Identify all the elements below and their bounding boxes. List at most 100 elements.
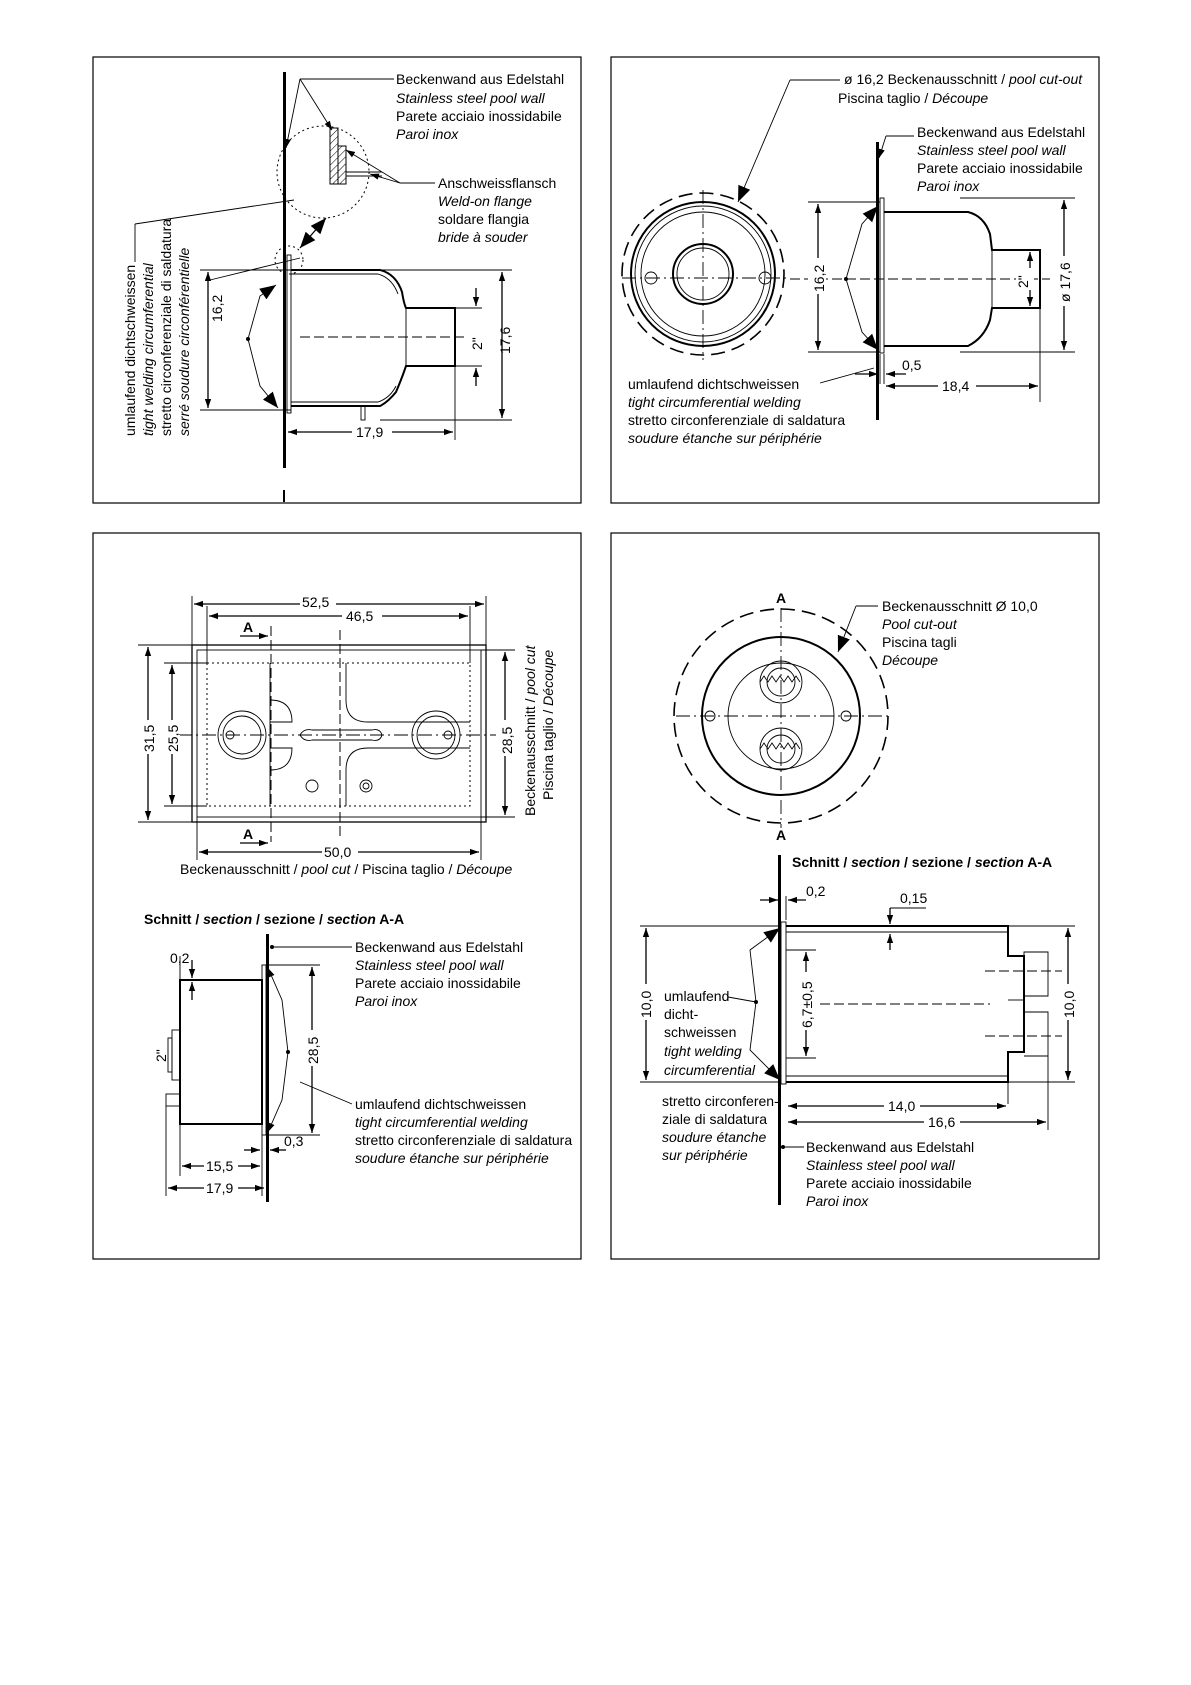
dim-outer: ø 17,6	[1057, 262, 1073, 302]
svg-text:Paroi inox: Paroi inox	[355, 993, 418, 1009]
dim-pipe: 2"	[1015, 275, 1031, 288]
svg-text:stretto circonferenziale di sa: stretto circonferenziale di saldatura	[355, 1132, 572, 1148]
panel-top-left: 16,2 17,6 2" 17,9 Beckenwand aus Edelsta…	[92, 56, 582, 504]
svg-text:Parete acciaio inossidabile: Parete acciaio inossidabile	[806, 1175, 972, 1191]
svg-text:bride à souder: bride à souder	[438, 229, 529, 245]
panel-frame	[610, 56, 1100, 504]
front-view	[621, 190, 786, 360]
svg-text:ø 16,2 Beckenausschnitt / pool: ø 16,2 Beckenausschnitt / pool cut-out	[844, 71, 1083, 87]
svg-text:Stainless steel pool wall: Stainless steel pool wall	[396, 90, 546, 106]
svg-text:Beckenausschnitt Ø 10,0: Beckenausschnitt Ø 10,0	[882, 598, 1038, 614]
dim-total-h: 31,5	[141, 725, 157, 752]
panel-bottom-right: A A Beckenausschnitt Ø 10,0 Pool cut-out…	[610, 532, 1100, 1260]
section-title: Schnitt / section / sezione / section A-…	[144, 911, 404, 927]
svg-text:stretto circonferenziale di sa: stretto circonferenziale di saldatura	[628, 412, 845, 428]
pool-wall	[778, 855, 781, 1205]
svg-text:Stainless steel pool wall: Stainless steel pool wall	[355, 957, 505, 973]
svg-text:sur périphérie: sur périphérie	[662, 1147, 748, 1163]
svg-text:Paroi inox: Paroi inox	[917, 178, 980, 194]
section-body	[780, 921, 1049, 1085]
svg-text:stretto circonferen-: stretto circonferen-	[662, 1093, 779, 1109]
svg-text:soudure étanche sur périphérie: soudure étanche sur périphérie	[355, 1150, 549, 1166]
label-cut-side: Beckenausschnitt / pool cut Piscina tagl…	[522, 644, 556, 816]
svg-text:Beckenwand aus Edelstahl: Beckenwand aus Edelstahl	[396, 71, 564, 87]
svg-text:Piscina tagli: Piscina tagli	[882, 634, 957, 650]
svg-text:Stainless steel pool wall: Stainless steel pool wall	[917, 142, 1067, 158]
svg-text:Découpe: Découpe	[882, 652, 938, 668]
panel-frame	[610, 532, 1100, 1260]
dim-total-w: 52,5	[302, 594, 329, 610]
svg-text:soudure étanche: soudure étanche	[662, 1129, 767, 1145]
svg-text:Beckenwand aus Edelstahl: Beckenwand aus Edelstahl	[806, 1139, 974, 1155]
plan-view	[178, 626, 500, 842]
panel-top-right: 16,2 ø 17,6 2" 0,5 18,4 ø 16,2 Beckenaus…	[610, 56, 1100, 504]
svg-text:Parete acciaio inossidabile: Parete acciaio inossidabile	[917, 160, 1083, 176]
label-wall: Beckenwand aus Edelstahl Stainless steel…	[355, 939, 523, 1009]
section-title: Schnitt / section / sezione / section A-…	[792, 854, 1052, 870]
pool-wall	[266, 934, 269, 1202]
front-view	[673, 608, 889, 828]
dim-166: 16,6	[928, 1114, 955, 1130]
label-flange: Anschweissflansch Weld-on flange soldare…	[438, 175, 556, 245]
section-mark-bottom: A	[243, 826, 253, 842]
dim-179: 17,9	[206, 1180, 233, 1196]
svg-text:umlaufend dichtschweissen: umlaufend dichtschweissen	[355, 1096, 526, 1112]
nozzle-body	[291, 269, 456, 421]
dim-015: 0,15	[900, 890, 927, 906]
dim-285: 28,5	[305, 1037, 321, 1064]
svg-text:circumferential: circumferential	[664, 1062, 756, 1078]
svg-text:Parete acciaio inossidabile: Parete acciaio inossidabile	[396, 108, 562, 124]
label-wall: Beckenwand aus Edelstahl Stainless steel…	[806, 1139, 974, 1209]
label-weld: umlaufend dicht- schweissen tight weldin…	[664, 988, 756, 1078]
section-body	[165, 964, 267, 1136]
dim-depth: 18,4	[942, 378, 969, 394]
svg-text:Paroi inox: Paroi inox	[396, 126, 459, 142]
label-cutout: ø 16,2 Beckenausschnitt / pool cut-out P…	[838, 71, 1083, 106]
dim-height: 16,2	[811, 265, 827, 292]
dim-03: 0,3	[284, 1133, 304, 1149]
dim-depth: 17,9	[356, 424, 383, 440]
dim-inner: 6,7±0,5	[799, 981, 815, 1028]
panel-frame	[92, 532, 582, 1260]
dim-inner-h: 25,5	[165, 725, 181, 752]
dim-02: 0,2	[806, 883, 826, 899]
svg-text:Beckenwand aus Edelstahl: Beckenwand aus Edelstahl	[355, 939, 523, 955]
svg-text:soldare flangia: soldare flangia	[438, 211, 529, 227]
dim-155: 15,5	[206, 1158, 233, 1174]
label-cutout: Beckenausschnitt Ø 10,0 Pool cut-out Pis…	[882, 598, 1038, 668]
weld-flange	[286, 254, 292, 414]
detail-hatch	[329, 127, 382, 185]
dim-cut-w: 50,0	[324, 844, 351, 860]
svg-text:Parete acciaio inossidabile: Parete acciaio inossidabile	[355, 975, 521, 991]
dim-pipe: 2"	[469, 337, 485, 350]
dim-height-r: 10,0	[1061, 991, 1077, 1018]
svg-text:Piscina taglio / Découpe: Piscina taglio / Découpe	[838, 90, 988, 106]
dim-02: 0,2	[170, 950, 190, 966]
svg-text:tight welding: tight welding	[664, 1043, 742, 1059]
svg-text:ziale di saldatura: ziale di saldatura	[662, 1111, 767, 1127]
panel-frame	[92, 56, 582, 504]
panel-bottom-left: A A 52,5 46,5 31,5 25,5 28,5 50	[92, 532, 582, 1260]
svg-text:stretto circonferenziale di sa: stretto circonferenziale di saldatura	[158, 219, 174, 436]
weld-flange	[879, 197, 885, 354]
svg-text:Weld-on flange: Weld-on flange	[438, 193, 532, 209]
dim-height: 16,2	[209, 295, 225, 322]
svg-text:dicht-: dicht-	[664, 1006, 699, 1022]
svg-text:Paroi inox: Paroi inox	[806, 1193, 869, 1209]
label-weld: umlaufend dichtschweissen tight circumfe…	[355, 1096, 572, 1166]
label-weld: umlaufend dichtschweissen tight welding …	[122, 219, 192, 436]
dim-height-l: 10,0	[638, 991, 654, 1018]
label-wall: Beckenwand aus Edelstahl Stainless steel…	[917, 124, 1085, 194]
label-wall: Beckenwand aus Edelstahl Stainless steel…	[396, 71, 564, 142]
svg-text:tight circumferential welding: tight circumferential welding	[628, 394, 801, 410]
label-weld-2: stretto circonferen- ziale di saldatura …	[662, 1093, 779, 1163]
section-mark-top: A	[243, 619, 253, 635]
svg-text:serré soudure circonférentiell: serré soudure circonférentielle	[176, 247, 192, 436]
section-mark-bottom: A	[776, 827, 786, 843]
svg-text:tight welding circumferential: tight welding circumferential	[140, 262, 156, 436]
dim-flange: 0,5	[902, 357, 922, 373]
dim-inner-w: 46,5	[346, 608, 373, 624]
svg-text:Beckenwand aus Edelstahl: Beckenwand aus Edelstahl	[917, 124, 1085, 140]
dim-outer: 17,6	[497, 327, 513, 354]
